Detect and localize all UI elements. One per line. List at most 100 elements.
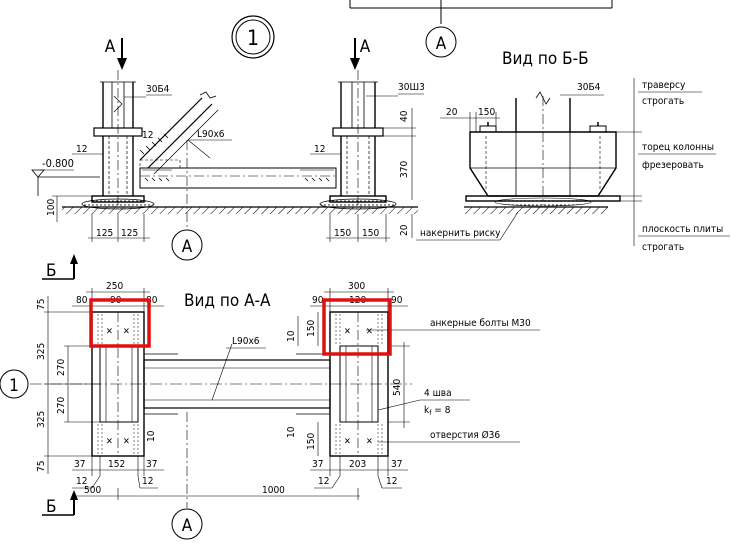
plan-dim-12-b: 12 (142, 476, 153, 487)
plan-dim-300: 300 (348, 281, 365, 292)
note-traverse-2: строгать (642, 96, 684, 107)
plan-dim-80-a: 80 (76, 295, 88, 306)
plan-dim-75-top: 75 (36, 299, 47, 310)
note-holes: отверстия Ø36 (430, 429, 500, 441)
plan-dim-90-b: 90 (312, 295, 324, 306)
note-col-end-1: торец колонны (642, 142, 714, 153)
top-partial-fragment (349, 0, 613, 24)
right-column-profile: 30Ш3 (398, 82, 425, 93)
plan-view-AA: Вид по А-А 1 ✕ ✕ ✕ ✕ (0, 281, 540, 540)
note-welds-k-sub: f (429, 409, 432, 417)
level-value: -0.800 (42, 157, 74, 170)
note-welds-k-letter: k (424, 405, 430, 416)
left-column-profile: 30Б4 (146, 84, 170, 95)
dim-12-left: 12 (76, 144, 87, 155)
anchor-bolt-r-lt: ✕ (344, 327, 351, 337)
plan-dim-10-bottom: 10 (286, 426, 297, 438)
axis-A-mid-label: A (182, 237, 193, 257)
note-plate-1: плоскость плиты (642, 224, 723, 235)
plan-dim-250: 250 (106, 281, 123, 292)
tie-beam-plan (143, 343, 331, 415)
section-cut-A-left: A (105, 37, 127, 70)
view-BB-profile: 30Б4 (577, 82, 601, 93)
anchor-bolt-lb: ✕ (106, 437, 113, 447)
right-base-plate-plan: ✕ ✕ ✕ ✕ (329, 311, 389, 457)
axis-1-left-marker: 1 (0, 369, 29, 399)
section-B-bottom-label: Б (46, 497, 57, 517)
view-AA-title: Вид по А-А (184, 291, 271, 311)
plan-dim-10-top: 10 (286, 330, 297, 342)
plan-dim-270-a: 270 (56, 359, 67, 376)
plan-dim-270-b: 270 (56, 397, 67, 414)
view-BB: Вид по Б-Б 30Б4 20 150 (440, 49, 730, 253)
plan-dim-37-d: 37 (391, 459, 402, 470)
axis-A-bottom-marker: A (171, 508, 203, 540)
plan-dim-12-a: 12 (76, 476, 87, 487)
plan-dim-37-a: 37 (74, 459, 85, 470)
plan-dim-150-bottom: 150 (306, 433, 317, 450)
note-welds-k-value: = 8 (431, 405, 450, 416)
view-BB-dim-20: 20 (446, 107, 458, 118)
elevation-view: 1 A A A (31, 15, 519, 261)
anchor-bolt-r-rt: ✕ (366, 327, 373, 337)
dim-125-b: 125 (121, 228, 138, 239)
dim-150-a: 150 (334, 228, 351, 239)
plan-dim-80-b: 80 (146, 295, 158, 306)
note-anchor-bolts: анкерные болты М30 (430, 317, 531, 329)
dim-40: 40 (399, 110, 410, 122)
axis-1-label: 1 (9, 376, 19, 396)
plan-brace-profile: L90x6 (232, 336, 260, 347)
axis-A-top-label: A (436, 34, 447, 54)
plan-dim-37-c: 37 (312, 459, 323, 470)
highlight-box-right (322, 298, 392, 356)
left-column (91, 70, 145, 205)
anchor-bolt-r-rb: ✕ (366, 437, 373, 447)
plan-dim-500: 500 (84, 485, 101, 496)
dim-150-b: 150 (362, 228, 379, 239)
plan-dim-90-c: 90 (391, 295, 403, 306)
section-B-top-label: Б (46, 261, 57, 281)
section-cut-A-right: A (350, 37, 371, 70)
node-1-label: 1 (247, 26, 259, 50)
dim-370: 370 (399, 161, 410, 178)
axis-A-top-marker: A (425, 26, 457, 58)
note-col-end-2: фрезеровать (642, 160, 704, 171)
plan-dim-1000: 1000 (262, 485, 285, 496)
plan-dim-152: 152 (108, 459, 125, 470)
node-1-marker: 1 (231, 15, 275, 59)
ground-line (62, 198, 418, 214)
horizontal-tie (139, 159, 337, 189)
anchor-bolt-lt: ✕ (106, 327, 113, 337)
view-BB-title: Вид по Б-Б (502, 49, 589, 69)
plan-dim-325-b: 325 (36, 411, 47, 428)
dim-100: 100 (46, 199, 57, 216)
section-cut-B-top: Б (42, 254, 78, 281)
plan-dim-37-b: 37 (146, 459, 157, 470)
diagonal-brace (139, 91, 219, 175)
section-A-right-label: A (360, 37, 371, 57)
note-traverse-1: траверсу (642, 80, 686, 91)
note-plate-2: строгать (642, 242, 684, 253)
brace-weld-12: 12 (142, 130, 153, 141)
dim-125-a: 125 (96, 228, 113, 239)
plan-dim-12-d: 12 (386, 476, 397, 487)
dim-12-right: 12 (314, 144, 325, 155)
axis-A-mid-marker: A (171, 229, 203, 261)
anchor-bolt-r-lb: ✕ (344, 437, 351, 447)
plan-dim-150-top: 150 (306, 320, 317, 337)
section-cut-B-bottom: Б (42, 490, 78, 517)
note-welds-1: 4 шва (424, 388, 452, 399)
brace-profile: L90x6 (197, 129, 225, 140)
level-mark: -0.800 (31, 157, 100, 196)
note-punch-mark: накернить риску (420, 228, 501, 239)
plan-dim-325-a: 325 (36, 343, 47, 360)
axis-A-bottom-label: A (182, 516, 193, 536)
plan-dim-203: 203 (349, 459, 366, 470)
plan-dim-10-left: 10 (146, 430, 157, 442)
plan-dim-540: 540 (392, 379, 403, 396)
plan-dim-75-bottom: 75 (36, 461, 47, 472)
section-A-left-label: A (105, 37, 116, 57)
anchor-bolt-rb: ✕ (123, 437, 130, 447)
note-welds-k: kf = 8 (424, 405, 451, 417)
